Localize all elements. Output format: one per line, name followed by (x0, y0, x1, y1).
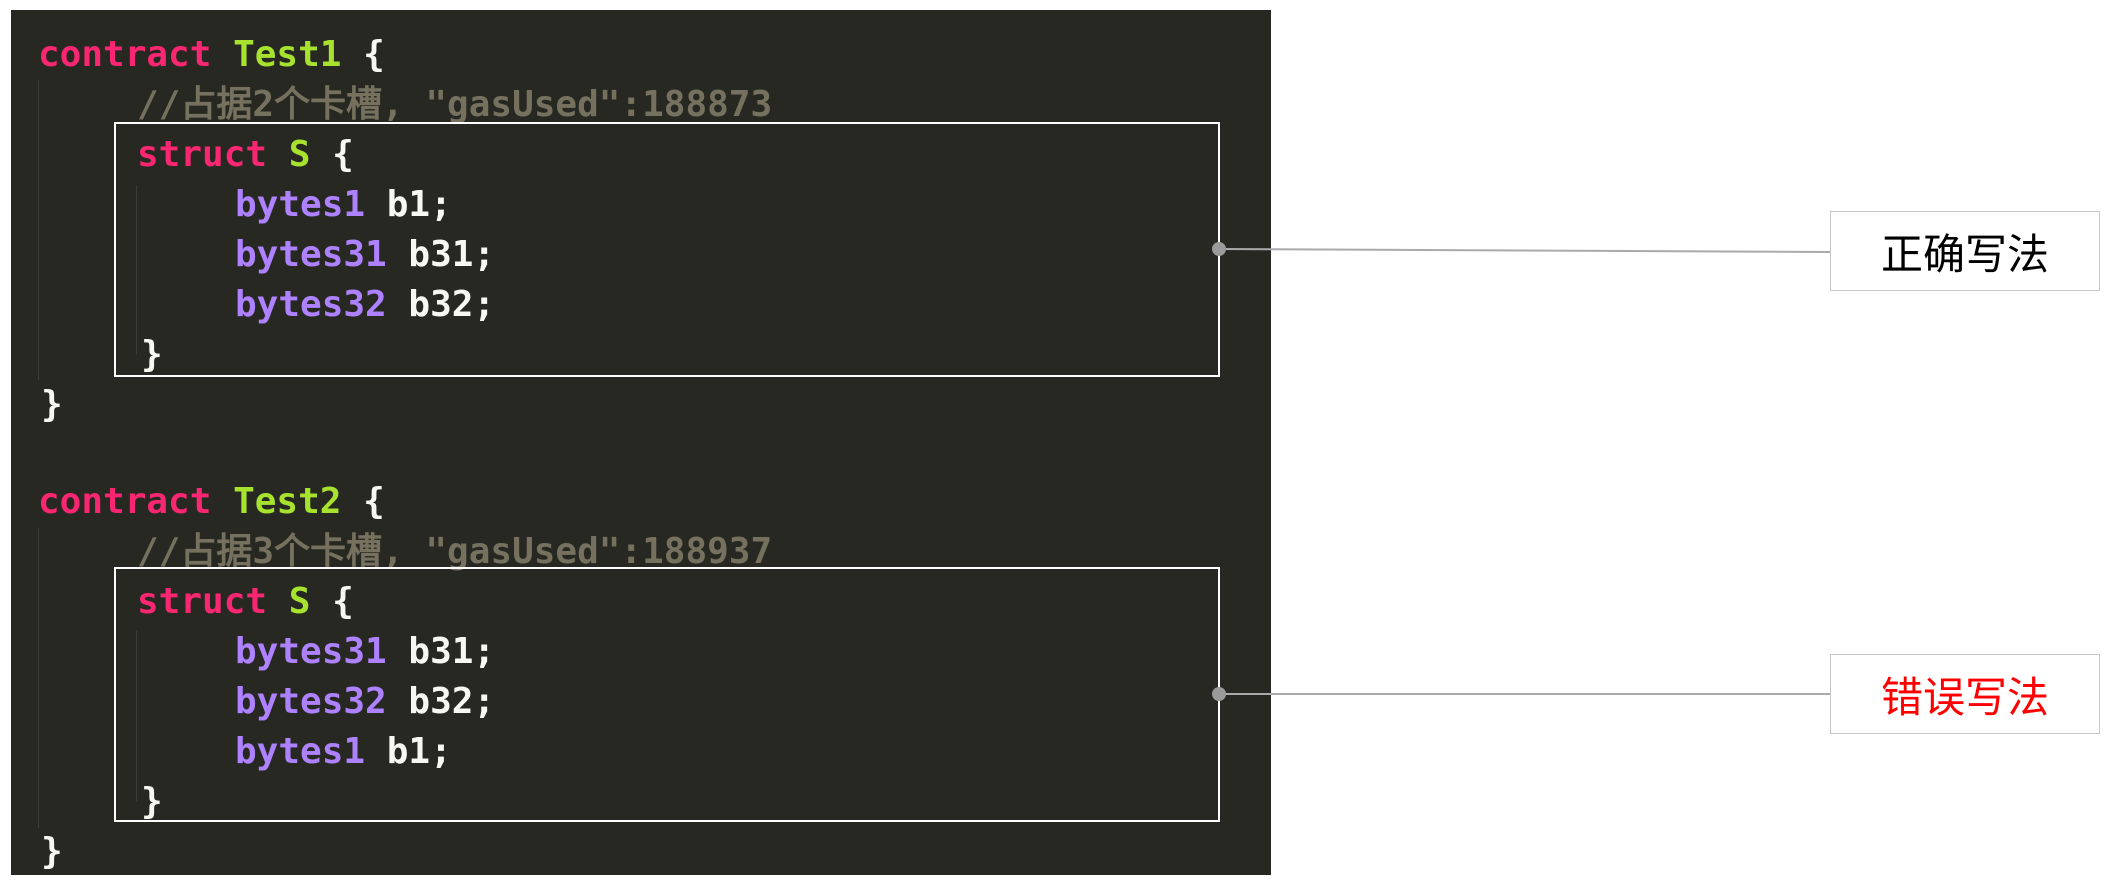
field-type: bytes32 (235, 681, 387, 722)
brace-open: { (341, 34, 385, 75)
struct-field: bytes1 b1; (235, 180, 452, 230)
struct-header-test1: struct S { (137, 130, 354, 180)
contract-name: Test2 (233, 481, 342, 522)
connector-line-correct (1218, 248, 1831, 253)
struct-field: bytes1 b1; (235, 727, 452, 777)
indent-guide-struct1 (136, 185, 137, 355)
keyword-struct: struct (137, 134, 268, 175)
field-name: b31; (386, 631, 496, 672)
struct-brace-close: } (141, 334, 163, 375)
indent-guide-test2 (38, 528, 39, 828)
brace-open: { (310, 581, 354, 622)
keyword-contract: contract (38, 34, 212, 75)
comment-test2: //占据3个卡槽, "gasUsed":188937 (137, 531, 773, 572)
field-name: b1; (365, 731, 452, 772)
struct-header-test2: struct S { (137, 577, 354, 627)
struct-field: bytes32 b32; (235, 280, 495, 330)
struct-brace-close: } (141, 781, 163, 822)
comment-test1: //占据2个卡槽, "gasUsed":188873 (137, 84, 773, 125)
struct-name: S (288, 134, 311, 175)
field-name: b1; (365, 184, 452, 225)
struct-name: S (288, 581, 311, 622)
field-name: b31; (386, 234, 496, 275)
label-correct-approach: 正确写法 (1830, 211, 2100, 291)
brace-open: { (341, 481, 385, 522)
code-panel: contract Test1 { //占据2个卡槽, "gasUsed":188… (11, 10, 1271, 875)
connector-dot-wrong (1212, 687, 1226, 701)
keyword-struct: struct (137, 581, 268, 622)
field-type: bytes1 (235, 731, 366, 772)
field-name: b32; (386, 284, 496, 325)
field-type: bytes1 (235, 184, 366, 225)
contract-test1-header: contract Test1 { (38, 30, 385, 80)
field-type: bytes31 (235, 234, 387, 275)
field-type: bytes31 (235, 631, 387, 672)
contract-brace-close: } (41, 384, 63, 425)
struct-field: bytes31 b31; (235, 627, 495, 677)
contract-brace-close: } (41, 831, 63, 872)
contract-name: Test1 (233, 34, 342, 75)
label-wrong-approach: 错误写法 (1830, 654, 2100, 734)
field-name: b32; (386, 681, 496, 722)
keyword-contract: contract (38, 481, 212, 522)
struct-field: bytes31 b31; (235, 230, 495, 280)
field-type: bytes32 (235, 284, 387, 325)
connector-dot-correct (1212, 242, 1226, 256)
struct-field: bytes32 b32; (235, 677, 495, 727)
contract-test2-header: contract Test2 { (38, 477, 385, 527)
indent-guide-struct2 (136, 631, 137, 801)
brace-open: { (310, 134, 354, 175)
indent-guide-test1 (38, 80, 39, 380)
